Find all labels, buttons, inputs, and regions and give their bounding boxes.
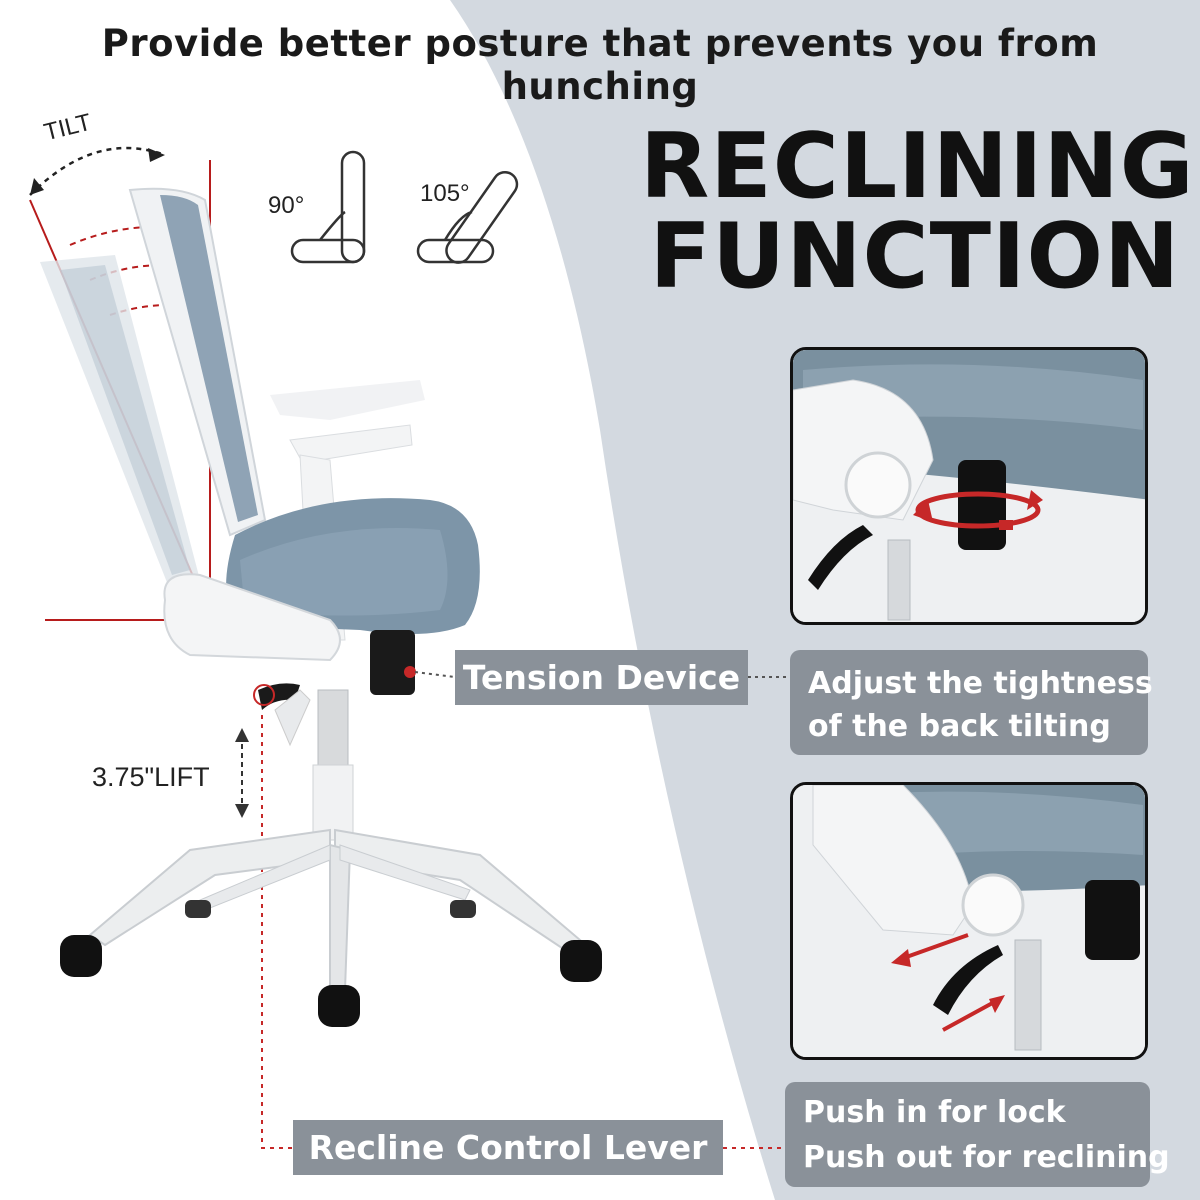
lever-description: Push in for lock Push out for reclining (785, 1082, 1170, 1187)
armrest-upper (270, 380, 425, 420)
angle-105-label: 105° (420, 180, 470, 207)
recline-lever-tag: Recline Control Lever (293, 1120, 723, 1175)
tension-desc-line-1: Adjust the tightness (808, 666, 1153, 701)
chair-base (88, 828, 331, 947)
headline: Provide better posture that prevents you… (101, 22, 1099, 108)
tension-knob-closeup (958, 460, 1006, 550)
caster-wheels (60, 900, 602, 1027)
title-line-2: FUNCTION (649, 204, 1181, 309)
lever-desc-line-1: Push in for lock (803, 1095, 1066, 1130)
tension-device-tag: Tension Device (455, 650, 748, 705)
gas-cylinder (317, 689, 349, 771)
angle-90-label: 90° (268, 192, 305, 219)
tension-desc-line-2: of the back tilting (808, 709, 1111, 744)
lever-desc-line-2: Push out for reclining (803, 1140, 1170, 1175)
title-line-1: RECLINING (640, 114, 1195, 219)
tension-knob (370, 630, 415, 695)
posture-105-icon (416, 170, 519, 264)
tension-detail-photo (790, 347, 1148, 625)
armrest-lower (289, 424, 413, 461)
tension-description: Adjust the tightness of the back tilting (790, 650, 1153, 755)
lift-label: 3.75"LIFT (92, 762, 210, 792)
posture-90-icon (290, 150, 366, 264)
lever-detail-photo (790, 782, 1148, 1060)
